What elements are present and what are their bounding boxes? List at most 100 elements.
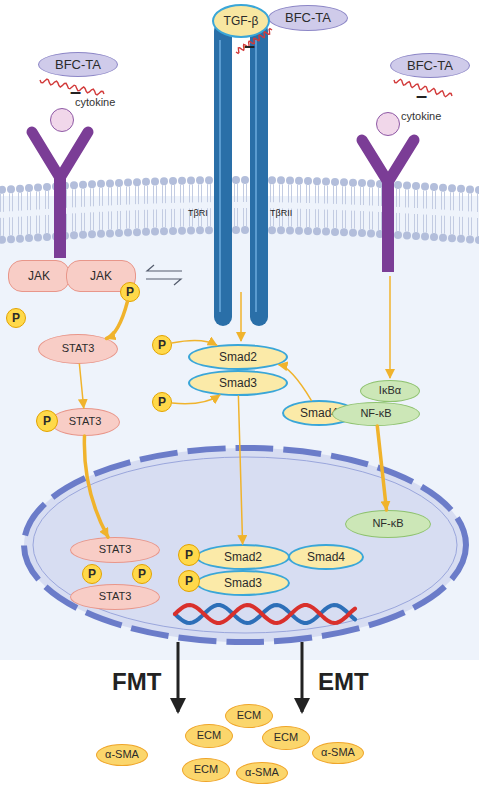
lipid-tail [9,193,10,211]
lipid-tail [90,212,91,230]
lipid-head [340,178,348,186]
lipid-tail [48,191,49,209]
lipid-head [178,227,186,235]
lipid-head [430,233,438,241]
product-oval: ECM [262,726,310,750]
lipid-tail [108,211,109,229]
node-text: BFC-TA [407,59,453,73]
lipid-tail [147,186,148,204]
smad-oval: Smad3 [188,370,288,396]
lipid-tail [174,209,175,227]
lipid-tail [207,184,208,202]
phosphate-circle: P [132,564,152,584]
lipid-tail [117,211,118,229]
lipid-head [349,229,357,237]
receptor-stem [382,182,394,272]
lipid-head [70,181,78,189]
lipid-tail [237,208,238,226]
lipid-head [97,180,105,188]
lipid-tail [309,209,310,227]
lipid-tail [93,188,94,206]
lipid-head [466,185,474,193]
lipid-tail [126,187,127,205]
smad-oval: Smad2 [188,344,288,370]
signal-arrow [238,396,242,544]
lipid-head [403,181,411,189]
lipid-tail [468,217,469,235]
lipid-tail [378,188,379,206]
lipid-tail [27,216,28,234]
lipid-tail [180,209,181,227]
lipid-tail [84,189,85,207]
lipid-tail [345,186,346,204]
lipid-tail [108,187,109,205]
lipid-tail [126,211,127,229]
node-text: P [185,549,193,562]
equilibrium-arrow [147,265,182,271]
lipid-head [358,229,366,237]
lipid-tail [450,216,451,234]
lipid-head [79,181,87,189]
lipid-tail [297,209,298,227]
lipid-head [169,177,177,185]
lipid-head [268,226,276,234]
lipid-tail [327,186,328,204]
lipid-tail [39,192,40,210]
lipid-tail [153,209,154,227]
signal-arrow [377,426,386,510]
lipid-tail [156,185,157,203]
lipid-head [151,227,159,235]
nfkb-oval: NF-κB [345,510,431,538]
lipid-tail [468,193,469,211]
lipid-head [169,227,177,235]
text-label: – [70,80,81,103]
node-text: ECM [197,730,221,742]
cytokine-circle: cytokine [50,108,74,132]
node-text: BFC-TA [55,58,101,72]
lipid-tail [435,191,436,209]
lipid-tail [309,185,310,203]
lipid-tail [66,190,67,208]
text-label: TβRII [270,208,292,218]
lipid-tail [12,193,13,211]
text-label: TβRI [188,208,208,218]
lipid-tail [414,190,415,208]
lipid-head [79,231,87,239]
lipid-head [367,229,375,237]
lipid-tail [336,186,337,204]
node-text: P [126,286,134,299]
phosphate-circle: P [6,308,26,328]
lipid-tail [117,187,118,205]
node-text: NF-κB [372,518,403,530]
dna-strand [175,605,355,623]
lipid-tail [471,217,472,235]
text-label: EMT [318,668,369,696]
lipid-head [439,184,447,192]
lipid-tail [75,213,76,231]
node-text: Smad3 [224,577,262,590]
node-text: Smad2 [224,551,262,564]
ligand-oval: TGF-β [212,4,270,38]
lipid-tail [336,210,337,228]
node-caption: cytokine [401,111,441,123]
text-label: FMT [112,668,161,696]
lipid-tail [396,189,397,207]
drug-oval: BFC-TA [390,53,470,78]
node-text: Smad3 [219,377,257,390]
lipid-head [457,185,465,193]
lipid-tail [300,185,301,203]
lipid-head [394,181,402,189]
node-text: P [185,575,193,588]
lipid-tail [426,191,427,209]
lipid-tail [36,216,37,234]
lipid-tail [432,215,433,233]
lipid-tail [288,185,289,203]
lipid-head [124,229,132,237]
lipid-head [178,177,186,185]
lipid-head [322,178,330,186]
smad-oval: Smad4 [288,544,364,570]
lipid-tail [270,184,271,202]
lipid-tail [297,185,298,203]
lipid-head [367,179,375,187]
